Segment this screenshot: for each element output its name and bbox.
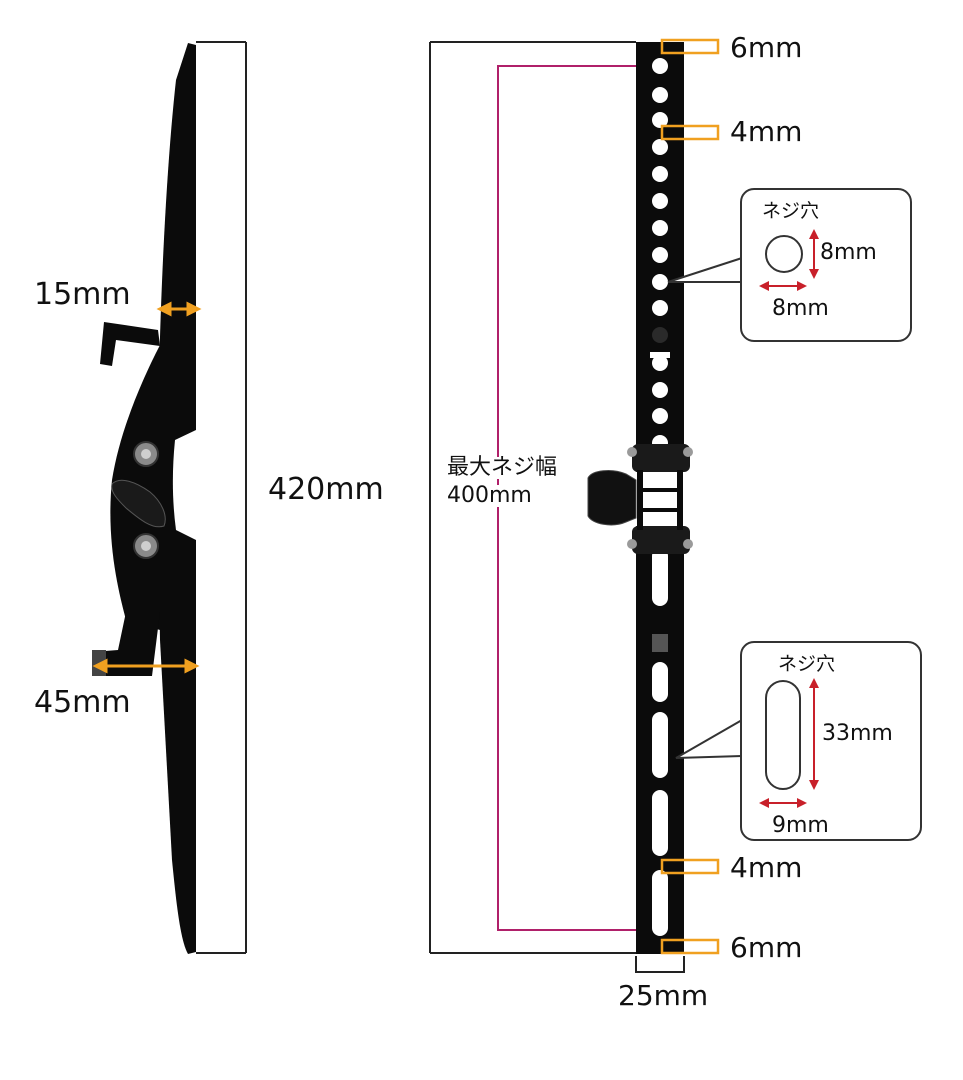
round-hole-callout-graphic — [759, 229, 819, 291]
top-edge-gap-label: 6mm — [730, 31, 803, 64]
slot-hole-callout-graphic — [759, 678, 819, 808]
round-hole-callout-pointer — [667, 257, 743, 283]
round-hole-callout: ネジ穴 8mm 8mm — [740, 188, 912, 342]
slot-width-label: 9mm — [772, 813, 829, 838]
top-hole-gap-label: 4mm — [730, 115, 803, 148]
round-hole-title: ネジ穴 — [762, 200, 820, 222]
upper-hook — [100, 322, 160, 366]
edge-gap-markers — [660, 38, 720, 955]
bar-width-dimension — [635, 956, 685, 973]
tilt-knob — [587, 470, 637, 526]
hook-depth-label: 45mm — [34, 685, 131, 720]
right-height-dimension — [429, 41, 636, 954]
side-view-bracket — [92, 43, 196, 954]
front-view-bar — [587, 42, 693, 954]
round-hole-width-label: 8mm — [772, 296, 829, 321]
tilt-handle — [111, 479, 166, 528]
round-hole-icon — [765, 235, 803, 273]
round-hole-height-label: 8mm — [820, 240, 877, 265]
slot-hole-title: ネジ穴 — [778, 653, 836, 675]
max-screw-width-value: 400mm — [447, 483, 532, 508]
thickness-label: 15mm — [34, 277, 131, 312]
slot-holes — [652, 548, 668, 936]
max-screw-width-label: 最大ネジ幅 — [447, 455, 558, 480]
slot-height-label: 33mm — [822, 721, 893, 746]
slot-hole-icon — [765, 680, 801, 790]
slot-callout-pointer — [675, 719, 743, 759]
bottom-hole-gap-label: 4mm — [730, 851, 803, 884]
total-height-label: 420mm — [268, 472, 384, 507]
bottom-edge-gap-label: 6mm — [730, 931, 803, 964]
round-holes — [652, 58, 668, 451]
total-height-dimension — [196, 41, 247, 954]
bar-width-label: 25mm — [618, 979, 709, 1012]
slot-hole-callout: ネジ穴 33mm 9mm — [740, 641, 922, 841]
